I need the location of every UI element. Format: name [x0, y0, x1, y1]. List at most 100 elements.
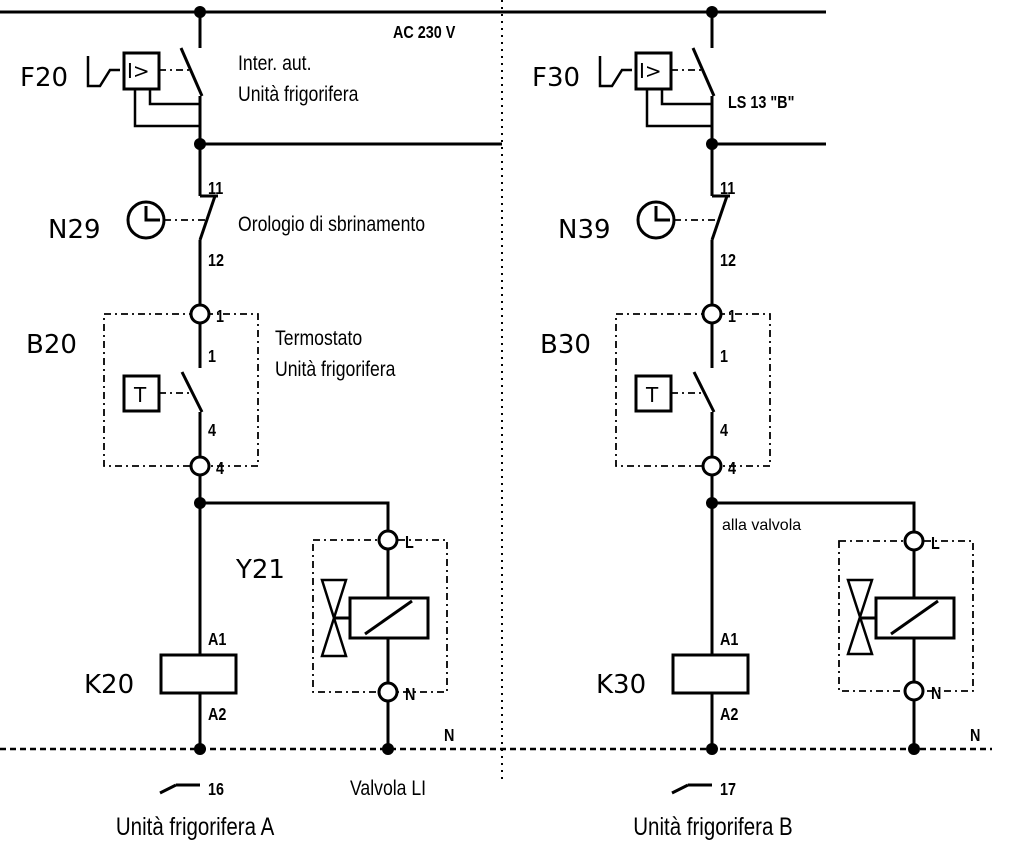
timer-pin-bottom: 12: [208, 251, 224, 271]
circuit-a: F20 I> Inter. aut. Unità frigorifera N29: [20, 6, 502, 840]
thermostat-contact: [180, 371, 204, 413]
junction-dot: [908, 743, 920, 755]
breaker-tag: F30: [532, 63, 580, 93]
valve-note: alla valvola: [722, 517, 801, 534]
terminal-top-label: 1: [728, 307, 736, 327]
thermostat-b30: 1 B30 T 1 4 4: [540, 303, 771, 479]
valve-caption: Valvola LI: [350, 777, 426, 801]
unit-caption: Unità frigorifera B: [633, 812, 793, 840]
aux-contact-icon: [671, 783, 689, 795]
timer-n39: N39 11 12: [558, 144, 736, 306]
clock-hands: [144, 206, 160, 222]
contactor-pin-a2: A2: [208, 705, 226, 725]
thermostat-b20: 1 B20 T 1 4 4 Termostato Unità frigorife…: [26, 303, 396, 479]
supply-label: AC 230 V: [393, 23, 455, 43]
junction-dot: [382, 743, 394, 755]
thermostat-pin-bottom: 4: [208, 421, 216, 441]
breaker-desc-2: Unità frigorifera: [238, 83, 359, 107]
terminal-top-label: 1: [216, 307, 224, 327]
breaker-coil-wire: [660, 89, 712, 106]
trip-curve-icon: [86, 56, 120, 88]
valve-terminal-l-label: L: [405, 533, 414, 553]
breaker-tag: F20: [20, 63, 68, 93]
contactor-k20: K20 A1 A2 16: [84, 630, 238, 800]
timer-pin-top: 11: [720, 179, 735, 199]
contactor-ref: 17: [720, 780, 736, 800]
timer-tag: N29: [48, 215, 101, 245]
terminal-bottom: [701, 455, 723, 477]
valve-terminal-n-label: N: [405, 685, 415, 705]
circuit-b: F30 I> LS 13 "B" N39 11 12: [532, 6, 980, 840]
breaker-desc-1: Inter. aut.: [238, 52, 311, 76]
thermostat-pin-bottom: 4: [720, 421, 728, 441]
breaker-contact: [691, 47, 716, 97]
aux-contact-icon: [159, 783, 177, 795]
breaker-contact: [179, 47, 204, 97]
junction-dot: [706, 743, 718, 755]
breaker-coil-wire-2: [645, 89, 712, 128]
overcurrent-relay: [634, 51, 673, 91]
thermostat-tag: B20: [26, 330, 77, 360]
thermostat-contact: [692, 371, 716, 413]
solenoid-slash: [364, 599, 413, 636]
terminal-bottom-label: 4: [216, 459, 224, 479]
thermostat-enclosure: [103, 313, 259, 467]
contactor-tag: K20: [84, 670, 134, 700]
valve-terminal-l: [377, 529, 399, 551]
contactor-coil: [159, 653, 238, 695]
breaker-f20: F20 I> Inter. aut. Unità frigorifera: [20, 12, 359, 144]
timer-pin-bottom: 12: [720, 251, 736, 271]
valve-terminal-l-label: L: [931, 534, 940, 554]
breaker-coil-wire-2: [133, 89, 200, 128]
valve-terminal-n: [377, 681, 399, 703]
unit-caption: Unità frigorifera A: [116, 812, 275, 840]
thermostat-tag: B30: [540, 330, 591, 360]
neutral-label: N: [970, 726, 980, 746]
valve-terminal-l: [903, 530, 925, 552]
breaker-f30: F30 I> LS 13 "B": [532, 12, 794, 144]
thermostat-desc-1: Termostato: [275, 327, 362, 351]
valve-terminal-n: [903, 680, 925, 702]
clock-hands: [654, 206, 670, 222]
breaker-desc-1: LS 13 "B": [728, 93, 794, 113]
valve-icon: [846, 578, 874, 656]
solenoid-slash: [890, 599, 939, 636]
contactor-pin-a1: A1: [720, 630, 738, 650]
valve-y21: L Y21 N Valvola LI: [235, 529, 448, 801]
contactor-coil: [671, 653, 750, 695]
relay-symbol: I>: [127, 59, 150, 83]
thermostat-pin-top: 1: [720, 347, 728, 367]
valve-tag: Y21: [235, 555, 285, 585]
terminal-top: [189, 303, 211, 325]
relay-symbol: I>: [639, 59, 662, 83]
contactor-k30: K30 A1 A2 17: [596, 630, 750, 800]
breaker-coil-wire: [148, 89, 200, 106]
valve-icon: [320, 578, 348, 658]
terminal-bottom: [189, 455, 211, 477]
thermostat-symbol: T: [645, 383, 659, 407]
contactor-tag: K30: [596, 670, 646, 700]
trip-curve-icon: [598, 56, 632, 88]
junction-dot: [194, 743, 206, 755]
thermostat-desc-2: Unità frigorifera: [275, 358, 396, 382]
timer-n29: N29 11 12 Orologio di sbrinamento: [48, 144, 425, 310]
overcurrent-relay: [122, 51, 161, 91]
contactor-ref: 16: [208, 780, 224, 800]
timer-pin-top: 11: [208, 179, 223, 199]
contactor-pin-a2: A2: [720, 705, 738, 725]
contactor-pin-a1: A1: [208, 630, 226, 650]
thermostat-enclosure: [615, 313, 771, 467]
timer-desc: Orologio di sbrinamento: [238, 213, 425, 237]
terminal-bottom-label: 4: [728, 459, 736, 479]
thermostat-pin-top: 1: [208, 347, 216, 367]
thermostat-symbol: T: [133, 383, 147, 407]
timer-contact-blade: [710, 195, 729, 241]
valve-terminal-n-label: N: [931, 684, 941, 704]
terminal-top: [701, 303, 723, 325]
valve-feed-wire: [712, 501, 916, 532]
valve-feed-wire: [200, 501, 390, 530]
timer-contact-blade: [198, 195, 217, 241]
valve-b: L N: [838, 530, 974, 755]
timer-tag: N39: [558, 215, 611, 245]
